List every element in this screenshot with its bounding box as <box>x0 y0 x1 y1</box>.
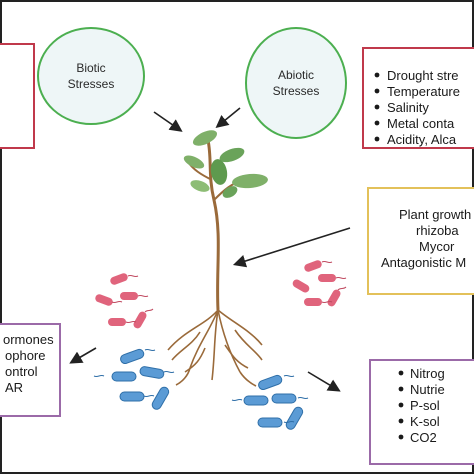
abiotic-label-line1: Abiotic <box>278 68 314 82</box>
biotic-stresses-ellipse <box>37 27 145 125</box>
bacterium <box>110 273 128 285</box>
arrow-abiotic-to-plant <box>215 107 241 129</box>
function-item-1: Nitrog <box>410 366 445 381</box>
leaf <box>210 159 228 185</box>
arrow-microbes-to-roots <box>232 227 351 268</box>
abiotic-item-3: Salinity <box>387 100 429 115</box>
leaf <box>222 186 238 198</box>
bullet <box>374 120 380 126</box>
bullet <box>374 72 380 78</box>
plant-stem <box>206 139 220 311</box>
benefits-line-3: ontrol <box>5 364 38 379</box>
bacterium <box>304 260 322 272</box>
microbial-functions-list: Nitrog Nutrie P-sol K-sol CO2 <box>398 366 445 445</box>
bacterium <box>327 289 341 307</box>
blue-bacteria-left <box>93 348 175 410</box>
function-item-4: K-sol <box>410 414 440 429</box>
function-item-2: Nutrie <box>410 382 445 397</box>
abiotic-item-4: Metal conta <box>387 116 455 131</box>
plant-benefits-box <box>0 323 61 417</box>
bacterium <box>120 292 138 300</box>
leaf <box>219 147 245 163</box>
bullet <box>398 434 404 440</box>
microbes-line-1: Plant growth <box>399 207 471 222</box>
pink-bacteria-left <box>95 273 154 329</box>
abiotic-factors-list: Drought stre Temperature Salinity Metal … <box>374 68 460 147</box>
bacterium <box>111 371 137 382</box>
pink-bacteria-right <box>292 260 347 307</box>
biotic-label-line2: Stresses <box>68 77 115 91</box>
bacterium <box>318 274 336 282</box>
abiotic-factors-box <box>362 47 474 149</box>
abiotic-label-line2: Stresses <box>273 84 320 98</box>
bullet <box>398 370 404 376</box>
benefits-line-2: ophore <box>5 348 45 363</box>
bacterium <box>119 391 145 402</box>
microbial-functions-box <box>369 359 474 465</box>
microbes-line-4: Antagonistic M <box>381 255 466 270</box>
leaf <box>183 155 205 169</box>
microbes-line-3: Mycor <box>419 239 455 254</box>
arrow-biotic-to-plant <box>153 111 183 132</box>
bacterium <box>95 294 113 306</box>
bacterium <box>151 386 170 410</box>
function-item-3: P-sol <box>410 398 440 413</box>
leaf <box>192 130 218 146</box>
bacterium <box>304 298 322 306</box>
plant-roots <box>167 309 263 387</box>
bacterium <box>139 366 165 379</box>
bacterium <box>285 406 304 430</box>
bacterium <box>243 395 269 406</box>
bullet <box>398 402 404 408</box>
biotic-label-line1: Biotic <box>76 61 105 75</box>
benefits-line-4: AR <box>5 380 23 395</box>
leaf <box>190 180 210 192</box>
benefits-line-1: ormones <box>3 332 54 347</box>
plant-illustration <box>167 130 268 387</box>
bullet <box>398 386 404 392</box>
top-left-box <box>0 43 35 149</box>
bacterium <box>133 311 147 329</box>
arrow-to-benefits-box <box>69 347 97 364</box>
abiotic-item-2: Temperature <box>387 84 460 99</box>
bacterium <box>120 348 145 365</box>
bullet <box>398 418 404 424</box>
abiotic-item-5: Acidity, Alca <box>387 132 457 147</box>
bacterium <box>271 393 297 404</box>
leaf <box>232 173 268 189</box>
bullet <box>374 104 380 110</box>
function-item-5: CO2 <box>410 430 437 445</box>
microbes-box <box>367 187 474 295</box>
abiotic-stresses-ellipse <box>245 27 347 139</box>
abiotic-item-1: Drought stre <box>387 68 459 83</box>
bacterium <box>257 417 283 428</box>
microbes-line-2: rhizoba <box>416 223 459 238</box>
arrow-to-functions-box <box>307 371 341 392</box>
blue-bacteria-right <box>231 374 309 430</box>
bacterium <box>258 374 283 391</box>
bacterium <box>108 318 126 326</box>
bullet <box>374 88 380 94</box>
bacterium <box>292 279 310 293</box>
bullet <box>374 136 380 142</box>
